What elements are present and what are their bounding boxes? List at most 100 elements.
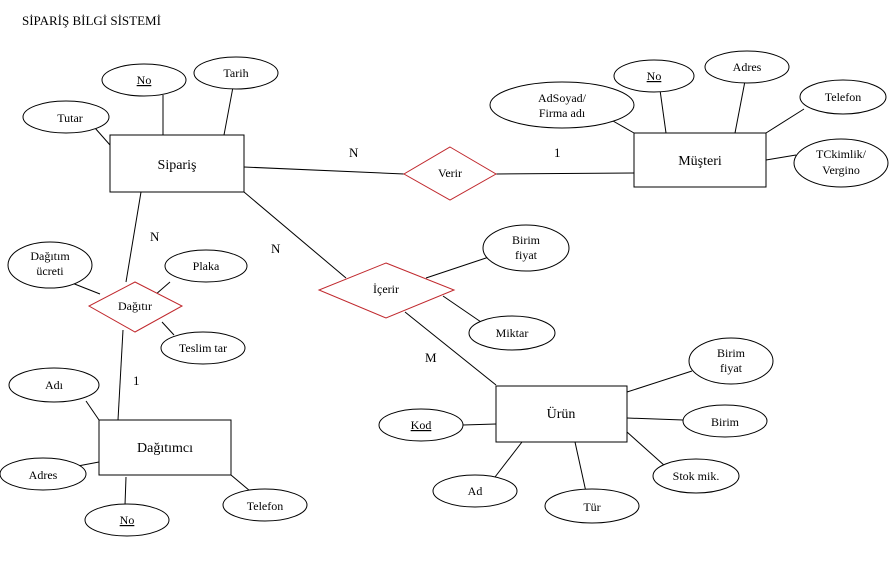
attr-urun-birim-label: Birim	[711, 415, 740, 429]
entity-urun: Ürün	[495, 385, 628, 443]
line-siparis-tutar	[94, 127, 111, 146]
line-dagitir-ucret	[71, 282, 101, 295]
attr-siparis-no-label: No	[137, 73, 152, 87]
attr-urun-birim-fiyat-line2: fiyat	[720, 361, 743, 375]
line-urun-ad	[494, 441, 523, 478]
connector-lines	[61, 80, 805, 506]
attr-siparis-no: No	[101, 63, 187, 97]
attr-urun-kod: Kod	[378, 408, 464, 442]
attr-dagitir-teslim: Teslim tar	[160, 331, 246, 365]
attr-urun-ad: Ad	[432, 474, 518, 508]
relationship-icerir: İçerir	[317, 262, 456, 319]
relationship-dagitir: Dağıtır	[87, 281, 184, 333]
cardinality-dagitir-dagitimci: 1	[133, 373, 140, 388]
entity-musteri-label: Müşteri	[678, 154, 722, 169]
attr-dagitimci-no: No	[84, 503, 170, 537]
attr-dagitimci-telefon-label: Telefon	[247, 499, 283, 513]
attr-musteri-tckimlik-line2: Vergino	[822, 163, 860, 177]
entity-musteri: Müşteri	[633, 132, 767, 188]
cardinality-icerir-siparis: N	[271, 241, 281, 256]
cardinality-verir-siparis: N	[349, 145, 359, 160]
relationship-dagitir-label: Dağıtır	[118, 299, 152, 313]
line-icerir-urun	[404, 311, 497, 386]
attr-icerir-birim-fiyat-line2: fiyat	[515, 248, 538, 262]
attr-musteri-adres: Adres	[704, 50, 790, 84]
attr-dagitir-ucret-line2: ücreti	[36, 264, 64, 278]
attr-musteri-no: No	[613, 59, 695, 93]
entity-siparis: Sipariş	[109, 134, 245, 193]
attr-urun-ad-label: Ad	[468, 484, 483, 498]
attr-dagitimci-adi: Adı	[8, 367, 100, 403]
line-dagitimci-no	[124, 476, 127, 506]
line-musteri-telefon	[765, 108, 805, 134]
cardinality-dagitir-siparis: N	[150, 229, 160, 244]
attr-icerir-birim-fiyat-line1: Birim	[512, 233, 541, 247]
attr-musteri-adsoyad-line2: Firma adı	[539, 106, 586, 120]
attr-urun-stok: Stok mik.	[652, 458, 740, 494]
line-dagitir-dagitimci	[117, 329, 124, 421]
attr-dagitimci-telefon: Telefon	[222, 488, 308, 522]
cardinality-verir-musteri: 1	[554, 145, 561, 160]
line-siparis-icerir	[243, 191, 347, 279]
line-urun-birim	[626, 417, 684, 421]
line-icerir-birim-fiyat	[425, 256, 490, 279]
line-verir-musteri	[495, 172, 635, 175]
attr-icerir-miktar-label: Miktar	[496, 326, 529, 340]
attr-dagitir-plaka-label: Plaka	[193, 259, 220, 273]
line-dagitir-teslim	[161, 321, 175, 336]
relationship-verir: Verir	[402, 146, 498, 201]
line-siparis-verir	[243, 166, 405, 175]
attr-musteri-adsoyad-line1: AdSoyad/	[538, 91, 587, 105]
attr-urun-birim-fiyat-line1: Birim	[717, 346, 746, 360]
attr-dagitir-ucret: Dağıtım ücreti	[7, 241, 93, 289]
attr-urun-tur: Tür	[544, 488, 640, 524]
line-dagitir-plaka	[154, 281, 171, 296]
attr-dagitimci-adres: Adres	[0, 457, 87, 491]
line-musteri-adres	[734, 80, 746, 134]
line-urun-kod	[462, 423, 497, 426]
attr-urun-birim: Birim	[682, 404, 768, 438]
attr-urun-tur-label: Tür	[583, 500, 600, 514]
entity-dagitimci-label: Dağıtımcı	[137, 441, 193, 456]
line-urun-birim-fiyat	[626, 370, 693, 393]
line-icerir-miktar	[442, 295, 482, 323]
attr-siparis-tutar: Tutar	[22, 100, 110, 134]
entity-urun-label: Ürün	[547, 405, 576, 422]
attr-dagitimci-no-label: No	[120, 513, 135, 527]
line-dagitimci-telefon	[230, 474, 251, 492]
line-siparis-tarih	[223, 86, 234, 136]
line-dagitimci-adi	[85, 400, 100, 421]
relationship-icerir-label: İçerir	[373, 282, 399, 296]
line-urun-tur	[574, 441, 587, 493]
attr-urun-birim-fiyat: Birim fiyat	[688, 337, 774, 385]
entity-dagitimci: Dağıtımcı	[98, 419, 232, 476]
line-musteri-tckimlik	[765, 154, 797, 161]
attr-musteri-telefon-label: Telefon	[825, 90, 861, 104]
attr-musteri-tckimlik-line1: TCkimlik/	[816, 147, 867, 161]
relationship-verir-label: Verir	[438, 166, 462, 180]
attr-dagitir-teslim-label: Teslim tar	[179, 341, 227, 355]
line-musteri-adsoyad	[612, 120, 635, 134]
attr-urun-kod-label: Kod	[411, 418, 432, 432]
attr-icerir-miktar: Miktar	[468, 315, 556, 351]
diagram-title: SİPARİŞ BİLGİ SİSTEMİ	[22, 13, 161, 28]
attr-musteri-no-label: No	[647, 69, 662, 83]
entity-siparis-label: Sipariş	[158, 158, 197, 173]
attr-musteri-adsoyad: AdSoyad/ Firma adı	[489, 81, 635, 129]
attr-musteri-adres-label: Adres	[733, 60, 762, 74]
line-musteri-no	[659, 89, 667, 134]
attr-siparis-tarih: Tarih	[193, 56, 279, 90]
attr-dagitimci-adres-label: Adres	[29, 468, 58, 482]
attr-musteri-telefon: Telefon	[799, 79, 887, 115]
attr-siparis-tarih-label: Tarih	[223, 66, 248, 80]
attr-dagitir-plaka: Plaka	[164, 249, 248, 283]
attr-musteri-tckimlik: TCkimlik/ Vergino	[793, 138, 889, 188]
attr-urun-stok-label: Stok mik.	[673, 469, 720, 483]
attr-dagitir-ucret-line1: Dağıtım	[30, 249, 70, 263]
attr-siparis-tutar-label: Tutar	[57, 111, 83, 125]
line-siparis-dagitir	[125, 191, 142, 283]
line-urun-stok	[626, 431, 666, 467]
attr-icerir-birim-fiyat: Birim fiyat	[482, 224, 570, 272]
cardinality-icerir-urun: M	[425, 350, 437, 365]
